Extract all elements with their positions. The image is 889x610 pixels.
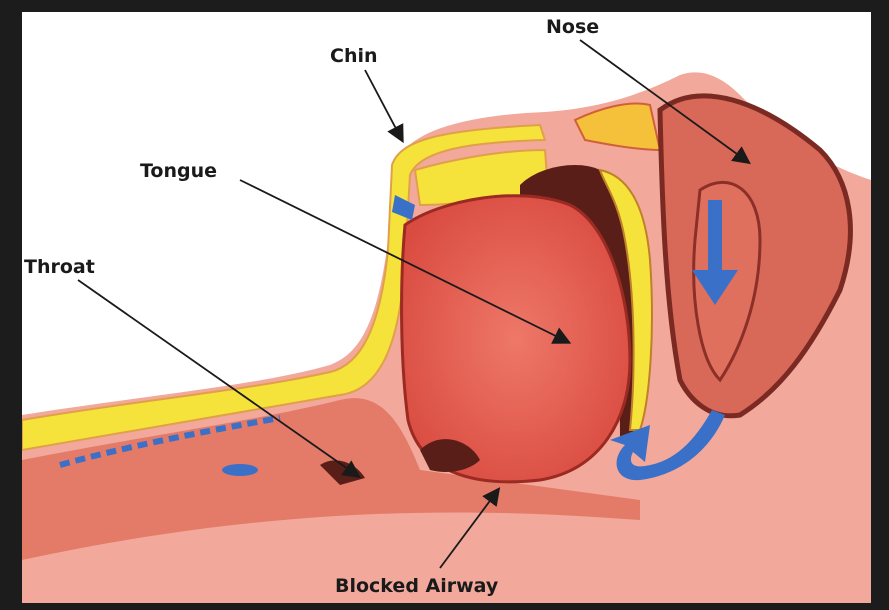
label-throat: Throat [24, 256, 95, 278]
neck-vessel [222, 464, 258, 476]
leader-chin [365, 70, 402, 140]
airway-illustration: Nose Chin Tongue Throat Blocked Airway [22, 12, 871, 603]
tongue [402, 196, 630, 482]
label-chin: Chin [330, 45, 378, 67]
label-tongue: Tongue [140, 160, 217, 182]
label-blocked-airway: Blocked Airway [335, 575, 499, 597]
label-nose: Nose [546, 16, 599, 38]
diagram-canvas: Nose Chin Tongue Throat Blocked Airway [22, 12, 871, 603]
